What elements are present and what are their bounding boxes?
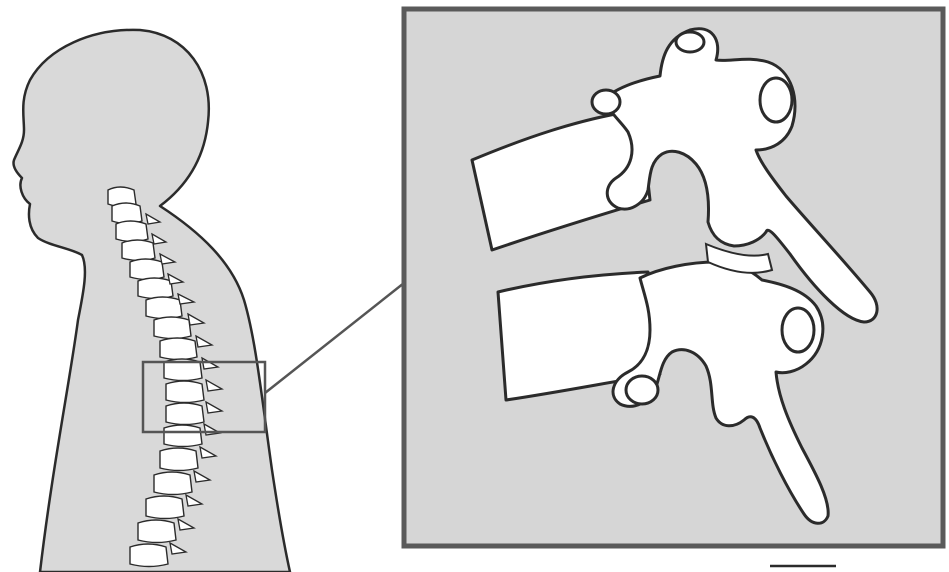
vertebra-t9 <box>146 496 184 519</box>
vertebra-t2 <box>160 338 197 360</box>
vertebra-lower-facet-left <box>626 376 658 404</box>
vertebra-c6 <box>138 278 173 299</box>
zoom-connector-line <box>265 283 404 393</box>
vertebra-t6 <box>164 425 202 447</box>
vertebra-lower-facet-right <box>782 308 814 352</box>
vertebra-t10 <box>138 520 176 543</box>
vertebra-upper-facet-top <box>592 90 620 114</box>
vertebra-upper-facet-right <box>760 78 792 122</box>
vertebra-t4 <box>166 381 204 403</box>
vertebra-t11 <box>130 544 168 567</box>
vertebra-t1 <box>154 317 191 339</box>
vertebra-c3 <box>116 221 148 242</box>
vertebra-c5 <box>130 259 164 280</box>
vertebra-t7 <box>160 448 198 471</box>
vertebra-upper-socket <box>676 32 704 52</box>
vertebra-c4 <box>122 240 155 261</box>
vertebra-t5 <box>166 403 204 425</box>
vertebra-c7 <box>146 297 182 319</box>
vertebra-t8 <box>154 472 192 495</box>
vertebra-c2 <box>112 203 142 224</box>
